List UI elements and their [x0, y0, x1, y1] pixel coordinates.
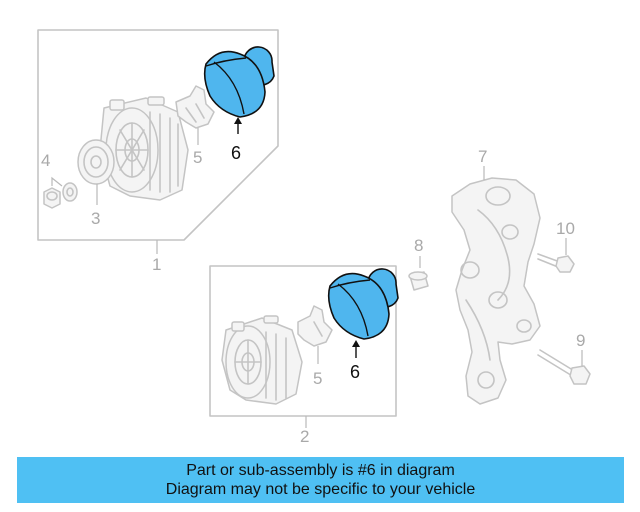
pulley-3 [77, 139, 115, 205]
callout-10: 10 [556, 219, 575, 238]
assembly-2-frame [209, 265, 397, 428]
highlighted-part-6-a[interactable] [203, 46, 275, 134]
callout-6-b: 6 [350, 362, 360, 382]
callout-9: 9 [576, 331, 585, 350]
nut-washer-4 [43, 176, 78, 209]
regulator-5-a [175, 85, 215, 145]
banner-line-1: Part or sub-assembly is #6 in diagram [186, 462, 455, 479]
bolt-9 [537, 349, 591, 385]
callout-2: 2 [300, 427, 309, 446]
bushing-8 [408, 256, 429, 291]
highlighted-part-6-b[interactable] [327, 268, 399, 358]
callout-7: 7 [478, 147, 487, 166]
parts-diagram: 1 2 3 4 5 5 6 6 7 8 9 10 [37, 29, 591, 446]
banner-line-2: Diagram may not be specific to your vehi… [165, 481, 476, 498]
callout-8: 8 [414, 236, 423, 255]
assembly-1-frame [37, 29, 279, 254]
callout-1: 1 [152, 255, 161, 274]
callout-5-a: 5 [193, 148, 202, 167]
alternator-2 [221, 315, 303, 405]
info-banner: Part or sub-assembly is #6 in diagram Di… [17, 457, 624, 503]
callout-6-a: 6 [231, 143, 241, 163]
callout-3: 3 [91, 209, 100, 228]
bolt-10 [537, 238, 575, 273]
bracket-7 [451, 166, 541, 405]
callout-4: 4 [41, 151, 50, 170]
alternator-1 [99, 96, 189, 201]
regulator-5-b [297, 305, 333, 364]
callout-5-b: 5 [313, 369, 322, 388]
